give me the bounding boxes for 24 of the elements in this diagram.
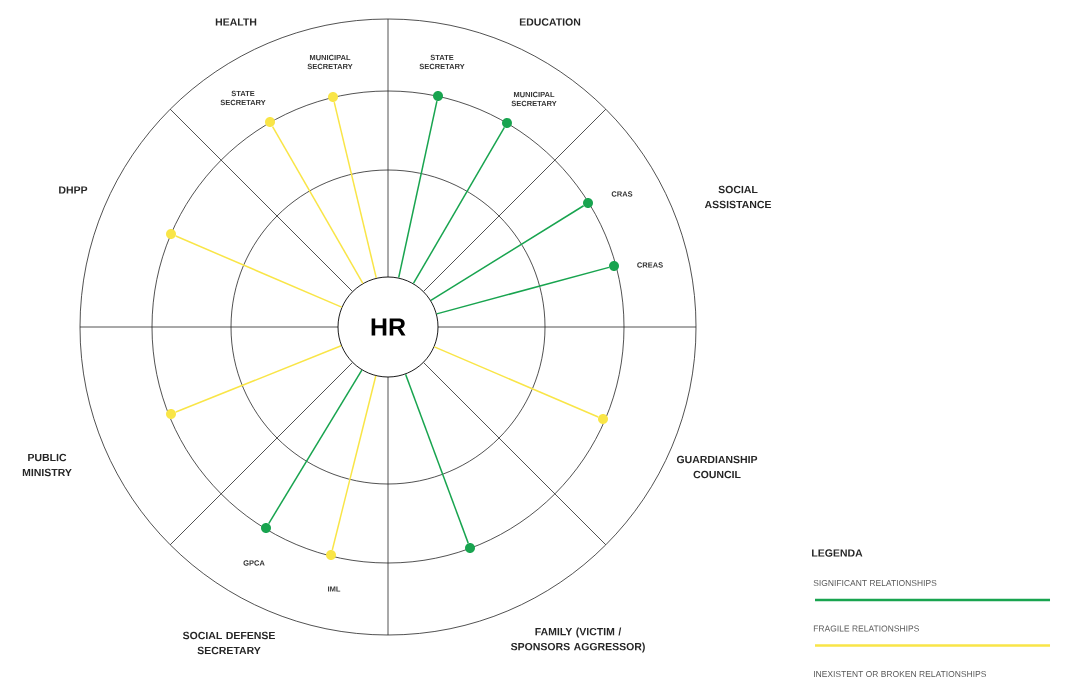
connector-line [175,235,343,308]
sector-label: EDUCATION [519,18,581,26]
sector-label: SOCIAL DEFENSE SECRETARY [182,631,275,655]
sector-label: GUARDIANSHIP COUNCIL [676,455,758,479]
connector-line [175,345,342,413]
connector-line [435,266,610,315]
connector-line [397,100,438,279]
sector-label: HEALTH [215,18,257,26]
legend-text: SIGNIFICANT RELATIONSHIPS [813,580,937,586]
legend-text: INEXISTENT OR BROKEN RELATIONSHIPS [814,671,986,677]
connector-line [271,125,364,285]
sector-label: FAMILY (VICTIM / SPONSORS AGGRESSOR) [510,627,645,653]
connector-line [430,205,585,302]
sector-label: PUBLIC MINISTRY [22,453,72,477]
connector-line [267,369,363,525]
sector-label: SOCIAL ASSISTANCE [704,185,772,209]
legend-text: FRAGILE RELATIONSHIPS [813,625,919,632]
connector-line [331,375,377,551]
legend-title: LEGENDA [812,549,863,557]
connector-line [433,346,599,418]
connector-line [412,126,506,285]
sector-label: DHPP [59,186,88,194]
connector-line [404,373,469,544]
connector-line [333,101,377,279]
